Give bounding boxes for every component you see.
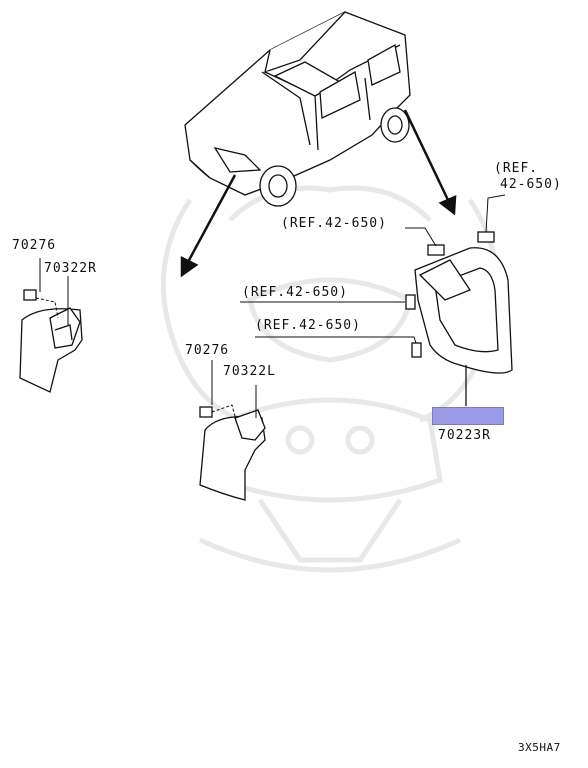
part-label-70322L: 70322L [223,364,276,379]
ref-label-top-right-line2: 42-650) [500,177,562,192]
arrow-front [180,174,237,278]
watermark-emblem [160,185,500,573]
arrow-rear [403,109,457,216]
leader-lines [240,194,506,344]
mudflap-70223R [405,231,513,406]
ref-label-3: (REF.42-650) [255,318,361,333]
part-label-70223R: 70223R [438,428,491,443]
ref-label-2: (REF.42-650) [242,285,348,300]
mudguard-70322L [199,360,266,501]
ref-label-top-right-line1: (REF. [494,161,539,176]
part-label-70322R: 70322R [44,261,97,276]
vehicle-outline [184,11,411,207]
part-label-70276-middle: 70276 [185,343,230,358]
diagram-code: 3X5HA7 [518,741,561,754]
ref-label-1: (REF.42-650) [281,216,387,231]
part-label-70276-left: 70276 [12,238,57,253]
mudguard-70322R [19,258,83,393]
highlight-box-70223R [432,407,504,425]
